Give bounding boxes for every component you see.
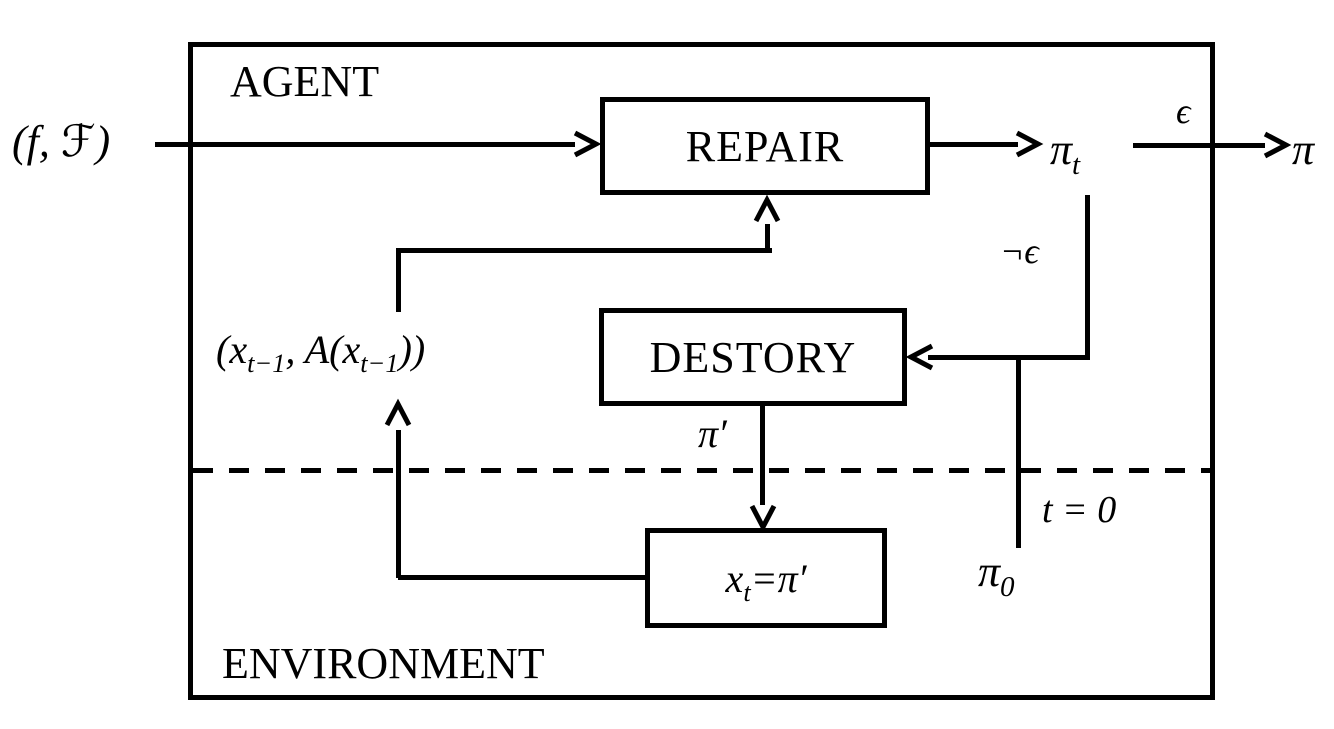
connector-xt-left: [398, 575, 645, 580]
connector-pi-zero-initial: [1016, 355, 1021, 548]
not-epsilon-label: ¬ϵ: [1000, 231, 1039, 271]
arrowhead-into-destory: [905, 343, 934, 371]
connector-into-repair-bottom: [765, 224, 770, 252]
xt-assignment-label: xt=π′: [725, 555, 807, 607]
connector-pi-t-to-pi-out: [1133, 143, 1265, 148]
destory-box-label: DESTORY: [649, 332, 857, 382]
connector-to-destory: [928, 355, 1090, 360]
arrowhead-pi-t-to-pi-out: [1263, 131, 1292, 159]
connector-destory-to-xt: [760, 406, 765, 505]
t-zero-label: t = 0: [1042, 489, 1117, 531]
pi-t-label: πt: [1050, 125, 1081, 181]
history-tuple-label: (xt−1, A(xt−1)): [216, 327, 426, 378]
pi-zero-label: π0: [978, 547, 1015, 603]
connector-repair-to-pi-t: [930, 142, 1018, 147]
epsilon-label: ϵ: [1176, 91, 1191, 131]
input-problem-label: (f, ℱ): [12, 117, 111, 166]
xt-assignment-box: xt=π′: [645, 528, 887, 628]
arrowhead-destory-to-xt: [749, 504, 777, 533]
arrowhead-up-to-history: [384, 398, 412, 427]
arrowhead-repair-to-pi-t: [1015, 130, 1044, 158]
repair-box: REPAIR: [600, 97, 930, 195]
connector-up-to-history: [396, 430, 401, 578]
agent-environment-boundary-dashed-line: [193, 468, 1213, 473]
connector-input-to-repair: [155, 142, 575, 147]
agent-region-label: AGENT: [230, 57, 380, 106]
connector-history-up-stub: [396, 252, 401, 312]
arrowhead-input-to-repair: [573, 130, 602, 158]
destory-box: DESTORY: [599, 308, 907, 406]
outer-frame: [188, 42, 1215, 700]
arrowhead-into-repair-bottom: [753, 194, 781, 223]
pi-output-label: π: [1292, 125, 1315, 174]
repair-box-label: REPAIR: [685, 121, 845, 171]
pi-prime-label: π′: [698, 411, 727, 456]
connector-pi-t-down: [1085, 195, 1090, 358]
environment-region-label: ENVIRONMENT: [222, 639, 545, 688]
connector-history-top-horizontal: [396, 248, 772, 253]
